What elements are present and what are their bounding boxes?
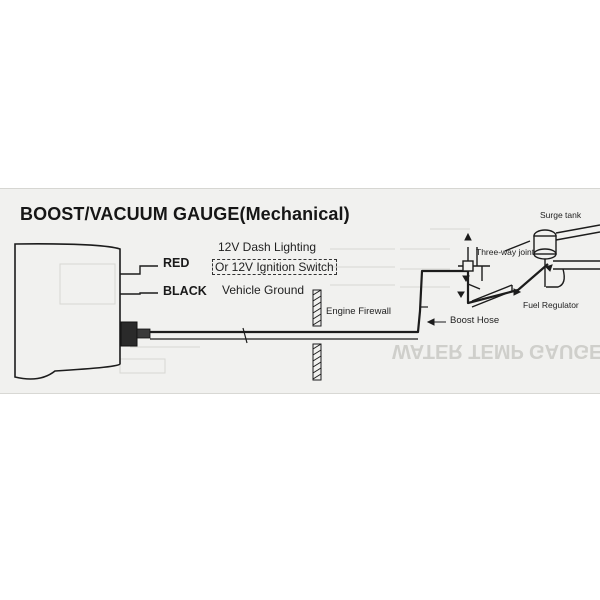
fuel-regulator-label: Fuel Regulator — [523, 300, 579, 310]
show-through-marks — [59, 228, 470, 374]
three-way-joint — [458, 247, 490, 290]
instruction-sheet: WATER TEMP GAUGE — [0, 188, 600, 394]
engine-firewall — [312, 289, 322, 381]
hose-tick — [242, 327, 248, 344]
red-wire-label: RED — [163, 256, 190, 270]
black-wire-description: Vehicle Ground — [222, 283, 305, 297]
wiring-diagram — [14, 224, 600, 381]
gauge-nipple — [136, 328, 151, 339]
gauge-fitting — [120, 321, 138, 347]
fuel-regulator — [471, 284, 513, 308]
surge-tank — [504, 224, 600, 288]
black-wire-label: BLACK — [163, 284, 207, 298]
red-wire — [120, 265, 158, 275]
engine-firewall-label: Engine Firewall — [326, 306, 391, 317]
boost-hose-label: Boost Hose — [450, 315, 500, 326]
diagram-title: BOOST/VACUUM GAUGE(Mechanical) — [20, 204, 350, 224]
surge-tank-label: Surge tank — [540, 210, 582, 220]
red-wire-description-line2: Or 12V Ignition Switch — [212, 259, 337, 275]
boost-hose-arrow — [426, 318, 446, 326]
gauge-body — [14, 243, 121, 380]
red-wire-description-line1: 12V Dash Lighting — [218, 240, 317, 254]
three-way-joint-label: Three-way joint — [476, 247, 535, 257]
black-wire — [120, 292, 158, 295]
